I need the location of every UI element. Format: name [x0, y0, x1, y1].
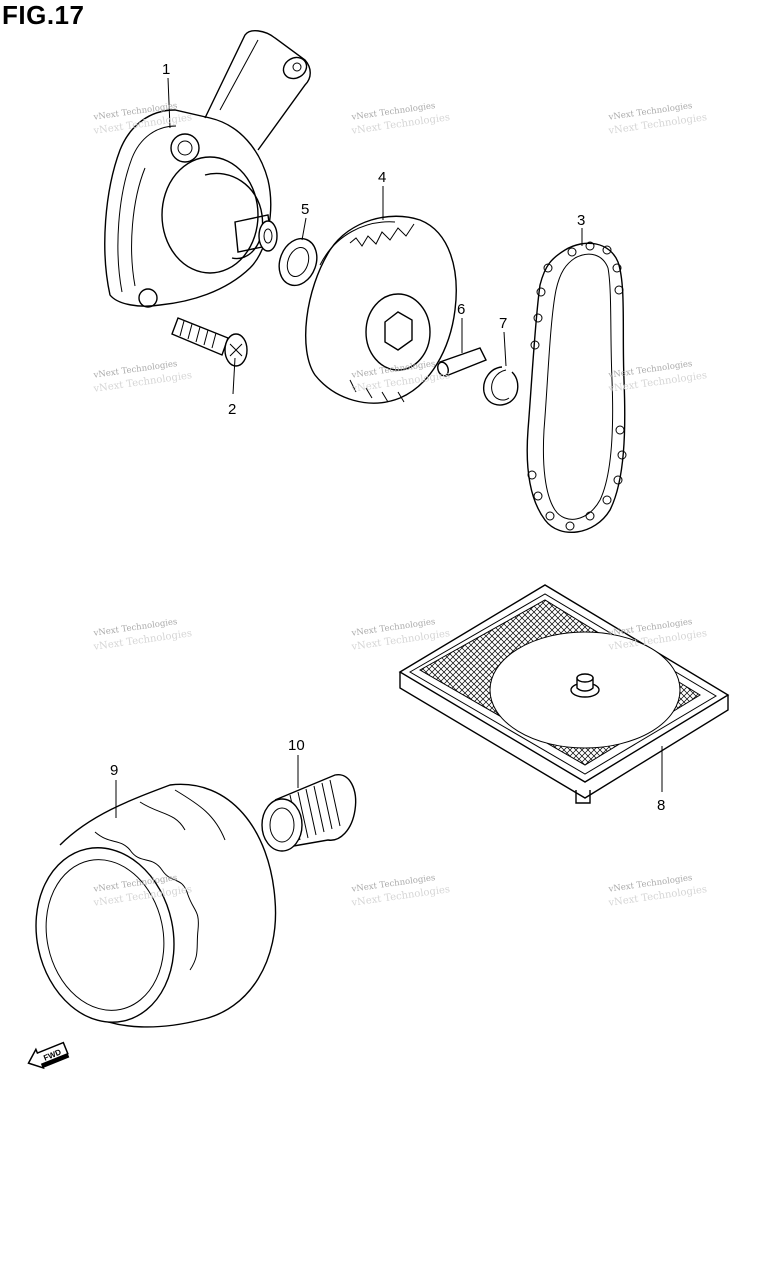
oil-pump-body [104, 30, 311, 308]
sprocket [305, 215, 457, 404]
washer [278, 237, 318, 287]
callout-10: 10 [288, 737, 305, 754]
callout-7: 7 [499, 315, 507, 332]
oil-strainer [398, 584, 730, 804]
callout-8: 8 [657, 797, 665, 814]
callout-5: 5 [301, 201, 309, 218]
callout-3: 3 [577, 212, 585, 229]
callout-2: 2 [228, 401, 236, 418]
circlip [483, 366, 519, 406]
pin [437, 347, 487, 377]
bolt [171, 317, 248, 367]
figure-title: FIG.17 [2, 0, 85, 30]
callout-9: 9 [110, 762, 118, 779]
fwd-direction-badge: FWD [27, 1041, 70, 1070]
callout-4: 4 [378, 169, 386, 186]
threaded-fitting [261, 774, 357, 852]
callout-6: 6 [457, 301, 465, 318]
fwd-arrow-icon [27, 1041, 69, 1070]
leader-lines [115, 77, 663, 818]
callout-labels: 1 2 3 4 5 6 7 8 9 10 [110, 61, 665, 814]
drive-chain [526, 241, 627, 534]
oil-filter [35, 783, 277, 1028]
callout-1: 1 [162, 61, 170, 78]
